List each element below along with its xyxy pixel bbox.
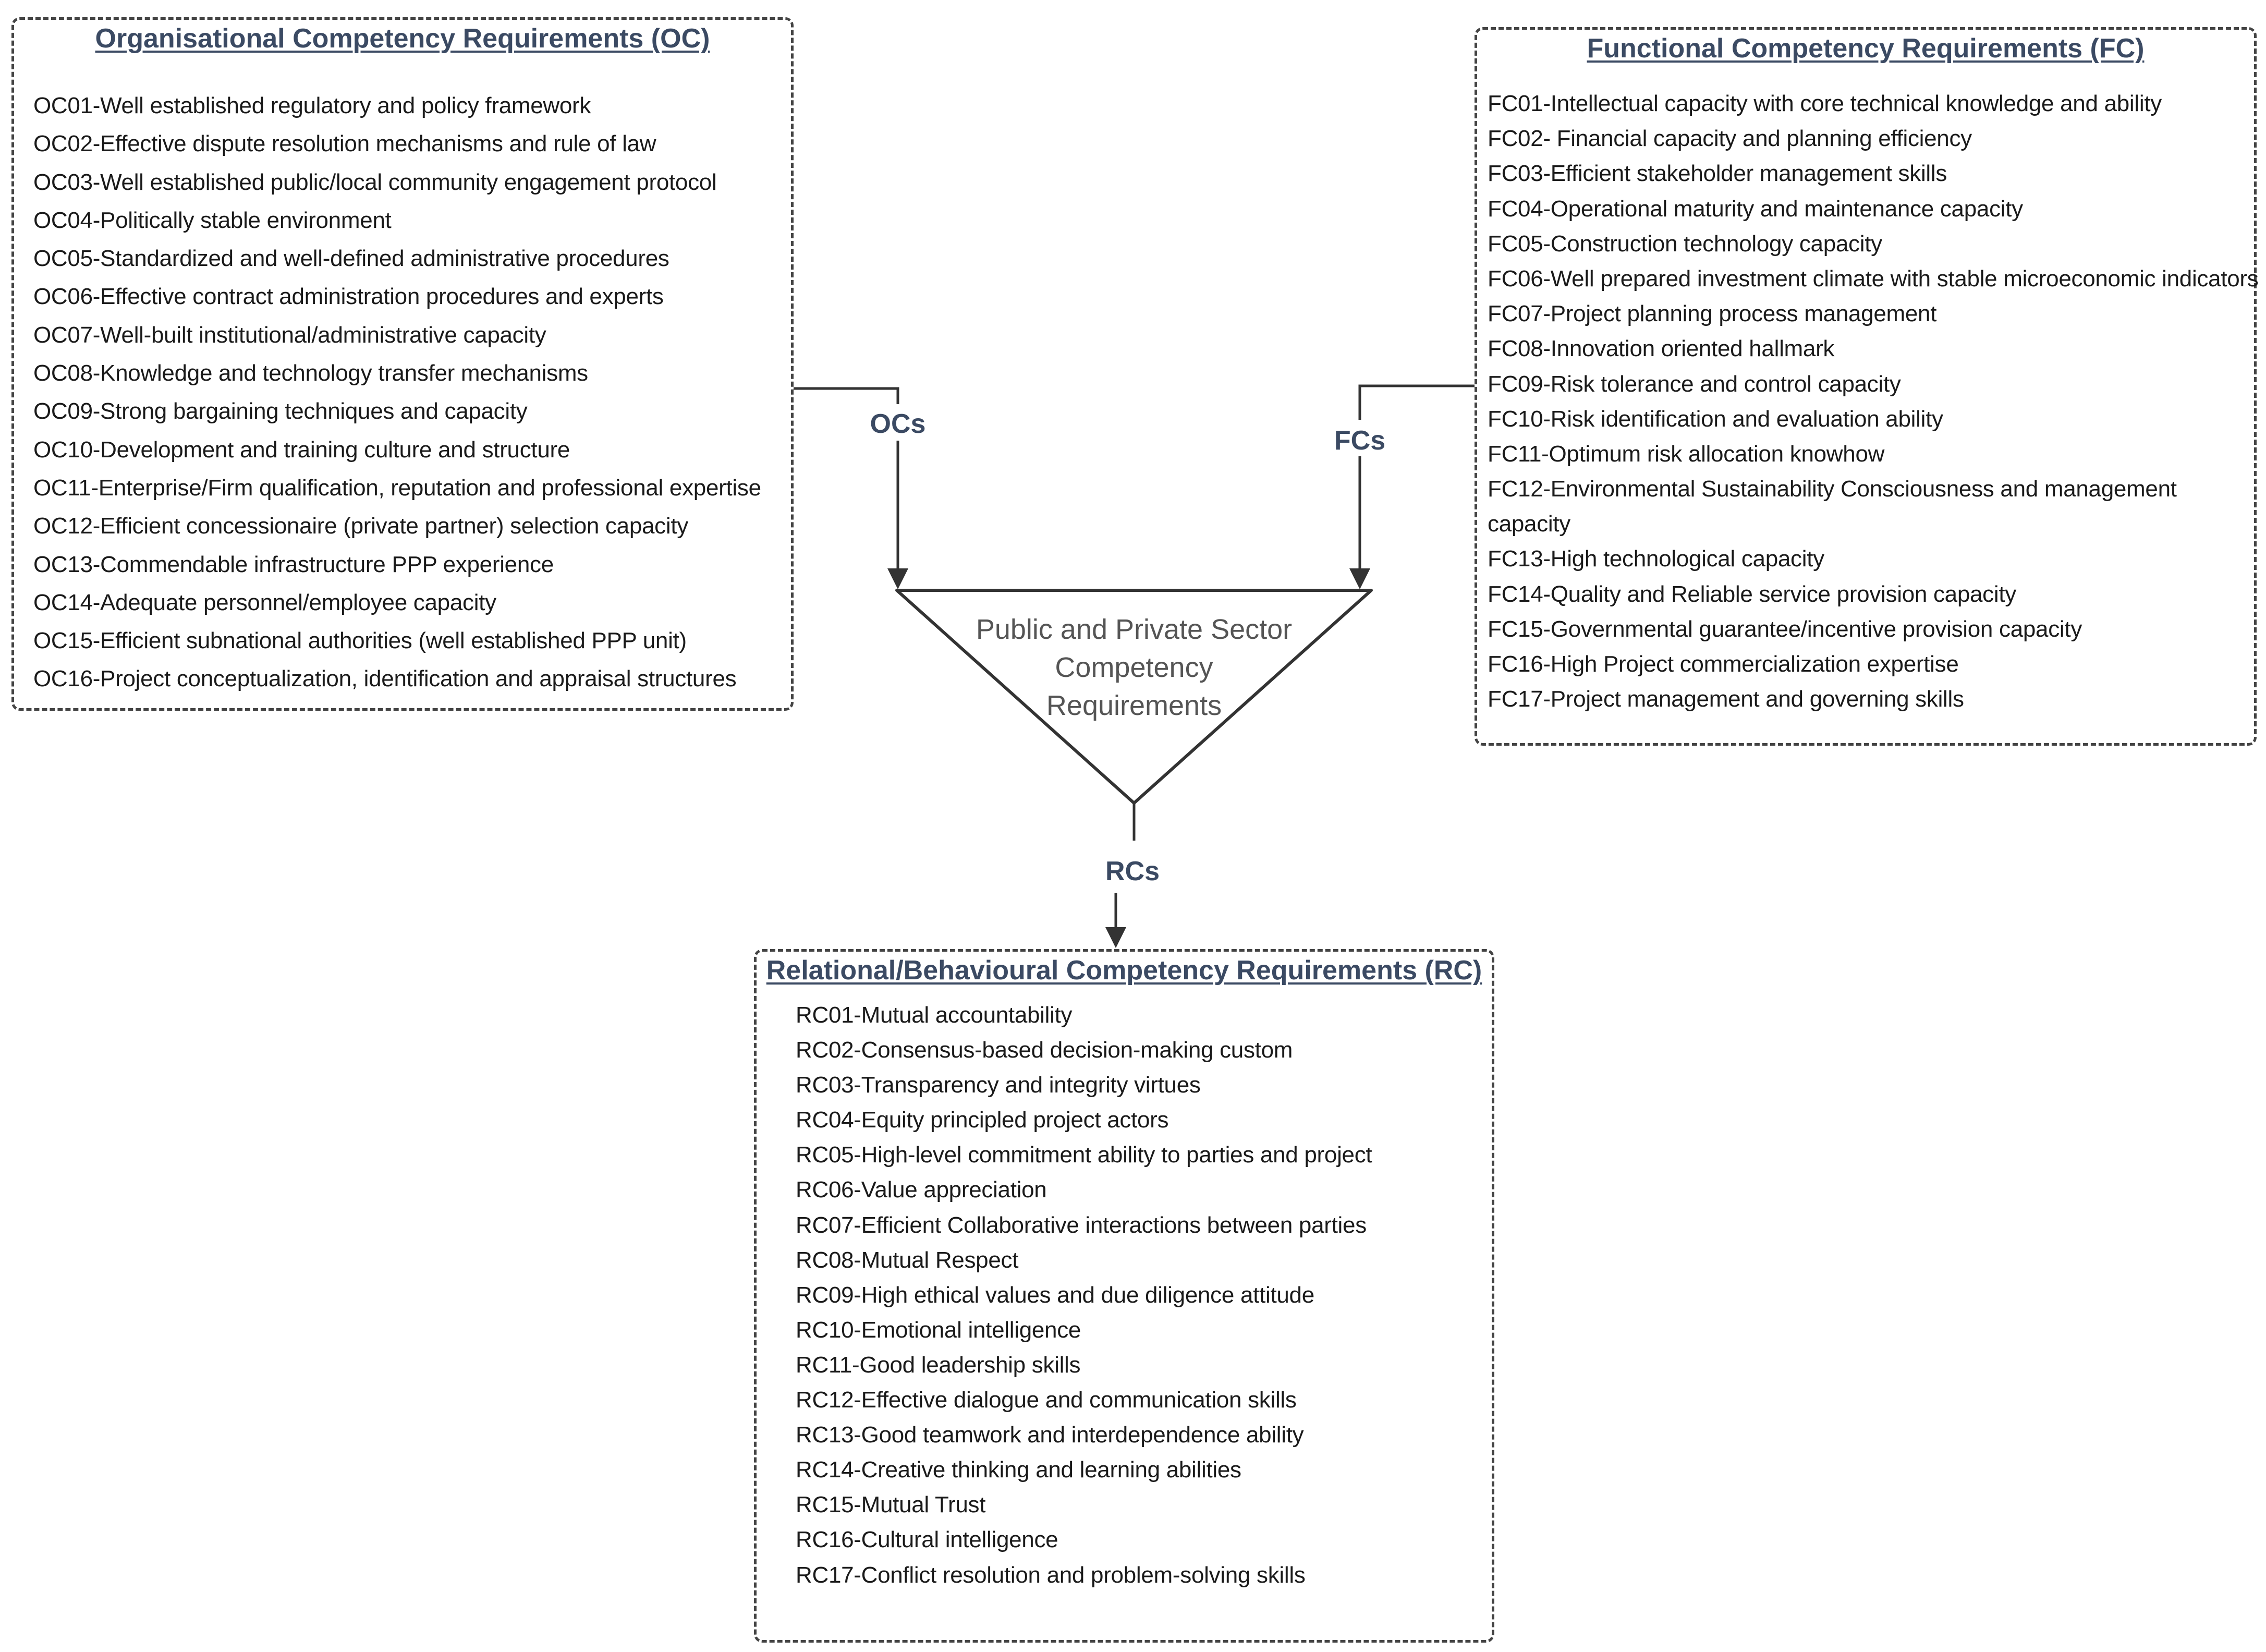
fc-item: FC07-Project planning process management bbox=[1488, 301, 1937, 327]
triangle-text-line-1: Public and Private Sector bbox=[976, 614, 1292, 645]
rc-connector-label: RCs bbox=[1105, 856, 1160, 886]
fc-title: Functional Competency Requirements (FC) bbox=[1587, 33, 2145, 64]
fc-item: capacity bbox=[1488, 511, 1571, 537]
oc-item: OC15-Efficient subnational authorities (… bbox=[33, 628, 687, 654]
oc-requirements-box: Organisational Competency Requirements (… bbox=[11, 17, 794, 711]
fc-item: FC16-High Project commercialization expe… bbox=[1488, 651, 1959, 677]
oc-title: Organisational Competency Requirements (… bbox=[95, 23, 710, 54]
triangle-text-line-3: Requirements bbox=[1046, 690, 1222, 721]
fc-item: FC08-Innovation oriented hallmark bbox=[1488, 336, 1835, 362]
rc-title: Relational/Behavioural Competency Requir… bbox=[766, 955, 1482, 986]
oc-item: OC05-Standardized and well-defined admin… bbox=[33, 246, 669, 272]
triangle-text-line-2: Competency bbox=[1055, 652, 1213, 683]
oc-item: OC06-Effective contract administration p… bbox=[33, 284, 664, 310]
fc-item: FC04-Operational maturity and maintenanc… bbox=[1488, 196, 2023, 222]
fc-connector-line bbox=[1349, 384, 1475, 589]
fc-item: FC02- Financial capacity and planning ef… bbox=[1488, 126, 1972, 152]
fc-item: FC01-Intellectual capacity with core tec… bbox=[1488, 91, 2162, 116]
rc-item: RC03-Transparency and integrity virtues bbox=[796, 1072, 1201, 1098]
rc-item: RC10-Emotional intelligence bbox=[796, 1317, 1081, 1343]
rc-item: RC13-Good teamwork and interdependence a… bbox=[796, 1422, 1304, 1448]
rc-item: RC14-Creative thinking and learning abil… bbox=[796, 1457, 1241, 1483]
fc-item: FC13-High technological capacity bbox=[1488, 546, 1824, 572]
fc-item: FC14-Quality and Reliable service provis… bbox=[1488, 581, 2016, 607]
rc-requirements-box: Relational/Behavioural Competency Requir… bbox=[754, 949, 1494, 1643]
rc-item: RC16-Cultural intelligence bbox=[796, 1527, 1058, 1553]
oc-item: OC07-Well-built institutional/administra… bbox=[33, 322, 546, 348]
rc-item: RC05-High-level commitment ability to pa… bbox=[796, 1142, 1372, 1168]
fc-item: FC06-Well prepared investment climate wi… bbox=[1488, 265, 2259, 291]
rc-item: RC11-Good leadership skills bbox=[796, 1352, 1081, 1378]
fc-list: FC01-Intellectual capacity with core tec… bbox=[1488, 86, 2259, 716]
fc-item: FC05-Construction technology capacity bbox=[1488, 230, 1882, 257]
oc-connector-label: OCs bbox=[870, 409, 926, 439]
rc-item: RC17-Conflict resolution and problem-sol… bbox=[796, 1562, 1306, 1588]
oc-item: OC14-Adequate personnel/employee capacit… bbox=[33, 589, 496, 615]
oc-list: OC01-Well established regulatory and pol… bbox=[33, 87, 761, 698]
oc-item: OC11-Enterprise/Firm qualification, repu… bbox=[33, 475, 761, 501]
oc-item: OC10-Development and training culture an… bbox=[33, 436, 570, 463]
rc-item: RC07-Efficient Collaborative interaction… bbox=[796, 1212, 1367, 1238]
rc-item: RC04-Equity principled project actors bbox=[796, 1107, 1169, 1133]
fc-item: FC17-Project management and governing sk… bbox=[1488, 686, 1964, 712]
oc-item: OC04-Politically stable environment bbox=[33, 207, 392, 233]
rc-item: RC09-High ethical values and due diligen… bbox=[796, 1282, 1314, 1308]
oc-item: OC01-Well established regulatory and pol… bbox=[33, 93, 591, 118]
rc-item: RC01-Mutual accountability bbox=[796, 1002, 1073, 1028]
rc-item: RC08-Mutual Respect bbox=[796, 1247, 1019, 1273]
oc-connector-line bbox=[794, 387, 908, 589]
fc-item: FC09-Risk tolerance and control capacity bbox=[1488, 371, 1901, 397]
oc-item: OC16-Project conceptualization, identifi… bbox=[33, 666, 737, 692]
rc-item: RC12-Effective dialogue and communicatio… bbox=[796, 1387, 1297, 1413]
oc-item: OC09-Strong bargaining techniques and ca… bbox=[33, 398, 528, 424]
oc-item: OC02-Effective dispute resolution mechan… bbox=[33, 131, 656, 157]
oc-item: OC03-Well established public/local commu… bbox=[33, 169, 717, 195]
rc-item: RC02-Consensus-based decision-making cus… bbox=[796, 1037, 1293, 1063]
fc-requirements-box: Functional Competency Requirements (FC) … bbox=[1475, 27, 2259, 746]
rc-item: RC06-Value appreciation bbox=[796, 1177, 1047, 1203]
fc-item: FC10-Risk identification and evaluation … bbox=[1488, 406, 1943, 432]
central-triangle bbox=[895, 589, 1373, 805]
fc-item: FC15-Governmental guarantee/incentive pr… bbox=[1488, 616, 2082, 642]
oc-item: OC08-Knowledge and technology transfer m… bbox=[33, 360, 588, 386]
fc-item: FC12-Environmental Sustainability Consci… bbox=[1488, 476, 2177, 502]
fc-item: FC03-Efficient stakeholder management sk… bbox=[1488, 161, 1947, 187]
oc-item: OC12-Efficient concessionaire (private p… bbox=[33, 513, 688, 539]
oc-item: OC13-Commendable infrastructure PPP expe… bbox=[33, 551, 554, 577]
fc-item: FC11-Optimum risk allocation knowhow bbox=[1488, 441, 1885, 467]
fc-connector-label: FCs bbox=[1334, 426, 1385, 456]
rc-list: RC01-Mutual accountability RC02-Consensu… bbox=[796, 998, 1372, 1593]
rc-item: RC15-Mutual Trust bbox=[796, 1492, 986, 1518]
